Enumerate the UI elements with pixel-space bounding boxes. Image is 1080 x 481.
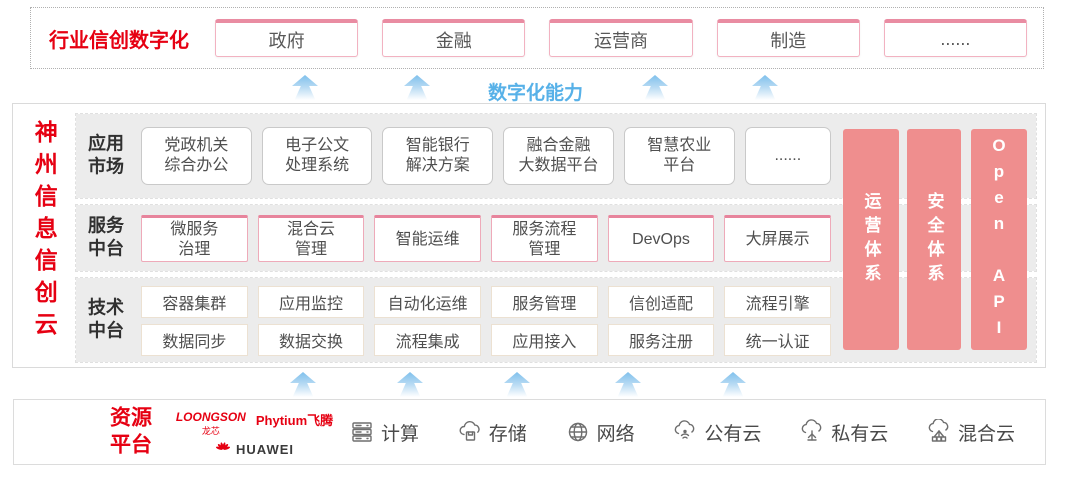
industry-section-title: 行业信创数字化: [49, 29, 189, 52]
up-arrow-icon: [720, 372, 746, 397]
industry-box-operator: 运营商: [549, 19, 693, 57]
industry-box-more: ......: [883, 19, 1028, 57]
storage-cloud-icon: [459, 421, 480, 441]
service-box: 智能运维: [374, 215, 481, 262]
resource-item-storage: 存储: [457, 419, 527, 446]
tech-box: 容器集群: [141, 286, 248, 318]
app-box: 智慧农业 平台: [623, 127, 735, 185]
industry-box-government: 政府: [215, 19, 359, 57]
resource-items: 计算 存储 网络: [349, 400, 1015, 464]
service-box: 服务流程 管理: [490, 215, 598, 262]
up-arrow-icon: [615, 372, 641, 397]
tech-box: 数据同步: [141, 324, 248, 356]
up-arrow-icon: [752, 75, 778, 100]
resource-item-compute: 计算: [349, 419, 419, 446]
app-box-more: ......: [744, 127, 831, 185]
tech-boxes-row1: 容器集群 应用监控 自动化运维 服务管理 信创适配 流程引擎: [141, 286, 831, 318]
up-arrow-icon: [642, 75, 668, 100]
tech-box: 应用接入: [490, 324, 598, 356]
platform-box: 神州信息信创云 应用 市场 党政机关 综合办公 电子公文 处理系统 智能银行 解…: [12, 103, 1046, 368]
service-boxes: 微服务 治理 混合云 管理 智能运维 服务流程 管理 DevOps 大屏展示: [141, 215, 831, 262]
app-box: 党政机关 综合办公: [141, 127, 252, 185]
industry-section: 行业信创数字化 政府 金融 运营商 制造 ......: [30, 7, 1044, 69]
resource-item-private-cloud: 私有云: [799, 419, 888, 446]
tech-box: 统一认证: [724, 324, 831, 356]
industry-row: 政府 金融 运营商 制造 ......: [215, 19, 1028, 57]
industry-box-manufacturing: 制造: [716, 19, 860, 57]
up-arrow-icon: [504, 372, 530, 397]
service-box: 微服务 治理: [141, 215, 248, 262]
public-cloud-icon: [675, 420, 695, 439]
resource-item-public-cloud: 公有云: [672, 419, 761, 446]
hybrid-cloud-icon: [928, 419, 949, 442]
tech-box: 自动化运维: [374, 286, 481, 318]
up-arrow-icon: [290, 372, 316, 397]
band-label-tech-platform: 技术 中台: [88, 297, 124, 341]
service-box: DevOps: [607, 215, 715, 262]
up-arrow-icon: [404, 75, 430, 100]
app-box: 电子公文 处理系统: [261, 127, 373, 185]
phytium-logo: Phytium飞腾: [255, 413, 334, 428]
app-market-boxes: 党政机关 综合办公 电子公文 处理系统 智能银行 解决方案 融合金融 大数据平台…: [141, 127, 831, 185]
band-label-app-market: 应用 市场: [88, 133, 124, 177]
private-cloud-icon: [801, 419, 822, 441]
tech-box: 流程集成: [374, 324, 481, 356]
loongson-logo: LOONGSON 龙芯: [175, 410, 246, 436]
network-icon: [568, 422, 587, 442]
tech-box: 服务管理: [490, 286, 598, 318]
huawei-flower-icon: [215, 442, 231, 450]
tech-box: 流程引擎: [724, 286, 831, 318]
resource-section-title: 资源 平台: [110, 406, 152, 457]
resource-item-hybrid-cloud: 混合云: [926, 419, 1015, 446]
resource-item-network: 网络: [565, 419, 635, 446]
vendor-logos: LOONGSON 龙芯 Phytium飞腾 HUAWEI: [172, 408, 337, 457]
tech-boxes-row2: 数据同步 数据交换 流程集成 应用接入 服务注册 统一认证: [141, 324, 831, 356]
service-box: 混合云 管理: [257, 215, 365, 262]
platform-title: 神州信息信创云: [31, 120, 58, 344]
tech-box: 应用监控: [257, 286, 365, 318]
pillar-open-api: Open API: [971, 129, 1027, 350]
app-box: 融合金融 大数据平台: [503, 127, 614, 185]
tech-box: 数据交换: [257, 324, 365, 356]
band-label-service-platform: 服务 中台: [88, 215, 124, 259]
capability-label: 数字化能力: [488, 83, 584, 104]
tech-box: 服务注册: [607, 324, 715, 356]
industry-box-finance: 金融: [382, 19, 526, 57]
up-arrow-icon: [292, 75, 318, 100]
compute-server-icon: [352, 422, 372, 442]
huawei-logo: HUAWEI: [172, 441, 337, 457]
app-box: 智能银行 解决方案: [382, 127, 494, 185]
pillar-security-system: 安全体系: [907, 129, 961, 350]
up-arrow-icon: [397, 372, 423, 397]
tech-box: 信创适配: [607, 286, 715, 318]
pillar-operation-system: 运营体系: [843, 129, 899, 350]
resource-section: 资源 平台 LOONGSON 龙芯 Phytium飞腾: [13, 399, 1046, 465]
service-box: 大屏展示: [724, 215, 831, 262]
